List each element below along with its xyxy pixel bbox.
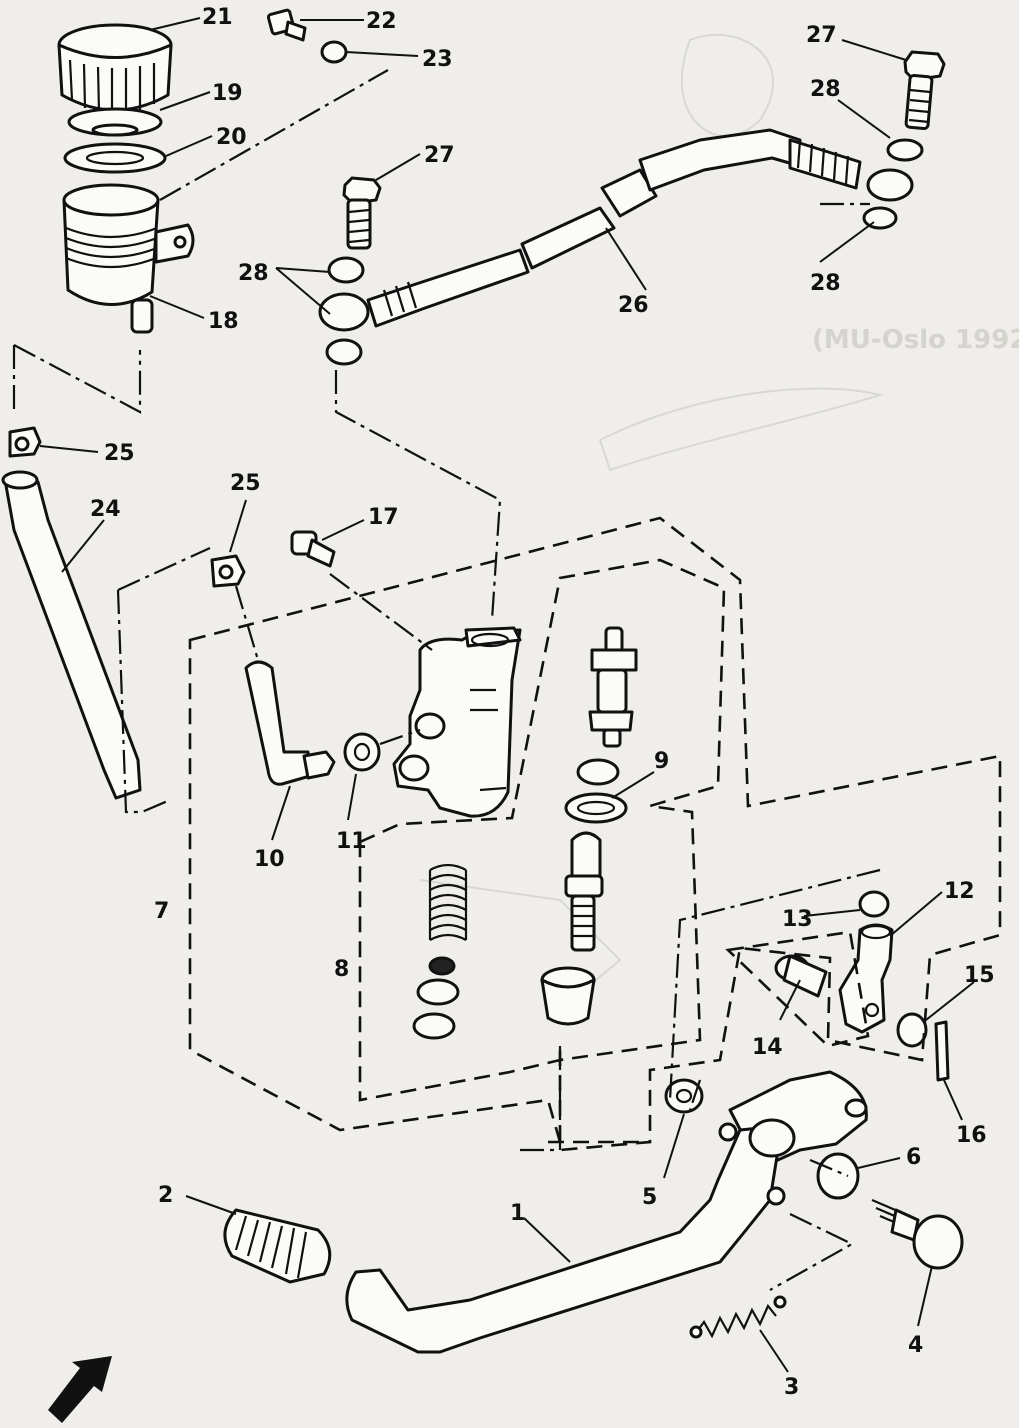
- washer-5: [664, 1078, 704, 1114]
- chain-oring-body: [379, 728, 421, 746]
- pivot-bolt-4: [871, 1198, 964, 1270]
- pin-14: [774, 954, 828, 998]
- chain-washer-pedal: [809, 1158, 849, 1178]
- callout-28-right-top: 28: [810, 77, 841, 102]
- callout-20: 20: [216, 125, 247, 150]
- callout-21: 21: [202, 5, 233, 30]
- callout-2: 2: [158, 1183, 173, 1208]
- cup-seal: [416, 978, 460, 1006]
- brake-pedal-1: [345, 1118, 796, 1354]
- seal-small: [428, 956, 456, 976]
- spring-3: [689, 1295, 787, 1339]
- chain-clamp-elbow: [234, 585, 260, 661]
- callout-15: 15: [964, 963, 995, 988]
- callout-1: 1: [510, 1201, 525, 1226]
- callout-13: 13: [782, 907, 813, 932]
- callout-6: 6: [906, 1145, 921, 1170]
- callout-10: 10: [254, 847, 285, 872]
- callout-11: 11: [336, 829, 367, 854]
- washer-6: [816, 1152, 860, 1200]
- bolt-27-right: [903, 50, 946, 131]
- chain-pedal-spring: [769, 1213, 855, 1291]
- callout-27-left: 27: [424, 143, 455, 168]
- footrest-rubber-2: [223, 1208, 332, 1284]
- clamp-25-upper: [8, 426, 42, 458]
- chain-banjo-body: [334, 370, 502, 621]
- callout-25-upper: 25: [104, 441, 135, 466]
- washer-23: [320, 40, 348, 64]
- callout-28-right-lower: 28: [810, 271, 841, 296]
- supply-hose-24: [1, 470, 142, 800]
- banjo-fitting: [318, 292, 370, 332]
- callout-17: 17: [368, 505, 399, 530]
- callout-25-lower: 25: [230, 471, 261, 496]
- callout-24: 24: [90, 497, 121, 522]
- brake-hose-26: [366, 128, 914, 328]
- piston-seal: [412, 1012, 456, 1040]
- callout-26: 26: [618, 293, 649, 318]
- piston-rod: [564, 831, 604, 952]
- chain-boot-pedal: [520, 1040, 562, 1152]
- chain-reservoir-hose: [12, 344, 142, 414]
- chain-clevis-rod: [668, 868, 881, 1101]
- callout-19: 19: [212, 81, 243, 106]
- callout-8: 8: [334, 957, 349, 982]
- chain-washer-reservoir: [159, 69, 389, 201]
- callouts: 21 22 23 19 20 18 27 27 28 28 28 26 25 2…: [90, 5, 995, 1400]
- group-outline-pedal: [548, 1050, 650, 1144]
- clevis-12: [838, 923, 894, 1034]
- washer-28-top: [327, 256, 365, 284]
- callout-5: 5: [642, 1185, 657, 1210]
- circlip-9: [564, 792, 628, 824]
- callout-3: 3: [784, 1375, 799, 1400]
- chain-bolt-body: [329, 573, 433, 651]
- bolt-27-left: [342, 176, 382, 250]
- callout-4: 4: [908, 1333, 923, 1358]
- dust-boot: [540, 966, 596, 1026]
- leader-lines: [39, 17, 975, 1373]
- callout-7: 7: [154, 899, 169, 924]
- pushrod: [588, 626, 638, 748]
- callout-14: 14: [752, 1035, 783, 1060]
- callout-22: 22: [366, 9, 397, 34]
- spring: [428, 863, 468, 941]
- callout-16: 16: [956, 1123, 987, 1148]
- callout-27-right: 27: [806, 23, 837, 48]
- reservoir-cap: [57, 23, 173, 114]
- callout-28-left: 28: [238, 261, 269, 286]
- bleed-text: (MU-Oslo 1992): [812, 325, 1019, 355]
- cotter-pin-16: [934, 1020, 950, 1082]
- chain-misc: [688, 202, 870, 1111]
- spacer: [576, 758, 620, 786]
- clamp-25-lower: [210, 554, 246, 588]
- chain-hose-clamp: [116, 546, 211, 814]
- callout-23: 23: [422, 47, 453, 72]
- reservoir-tank-18: [62, 183, 195, 334]
- bolt-17: [290, 530, 336, 568]
- reservoir-plate-20: [63, 142, 167, 174]
- front-arrow-icon: [48, 1356, 112, 1423]
- group-outline-8: [358, 558, 726, 1102]
- oring-11: [343, 732, 381, 772]
- washer-28-lower: [325, 338, 363, 366]
- callout-18: 18: [208, 309, 239, 334]
- elbow-fitting-10: [244, 660, 336, 786]
- group-outline-clevis: [725, 930, 870, 1048]
- bolt-22: [266, 8, 307, 42]
- nut-13: [858, 890, 890, 918]
- washer-28-right-top: [886, 138, 924, 162]
- background-bleed: (MU-Oslo 1992): [419, 33, 1019, 1011]
- group-outline-7: [188, 516, 1002, 1152]
- reservoir-diaphragm-19: [67, 107, 163, 137]
- callout-12: 12: [944, 879, 975, 904]
- master-cylinder-body: [392, 626, 522, 818]
- callout-9: 9: [654, 749, 669, 774]
- washer-15: [896, 1012, 928, 1048]
